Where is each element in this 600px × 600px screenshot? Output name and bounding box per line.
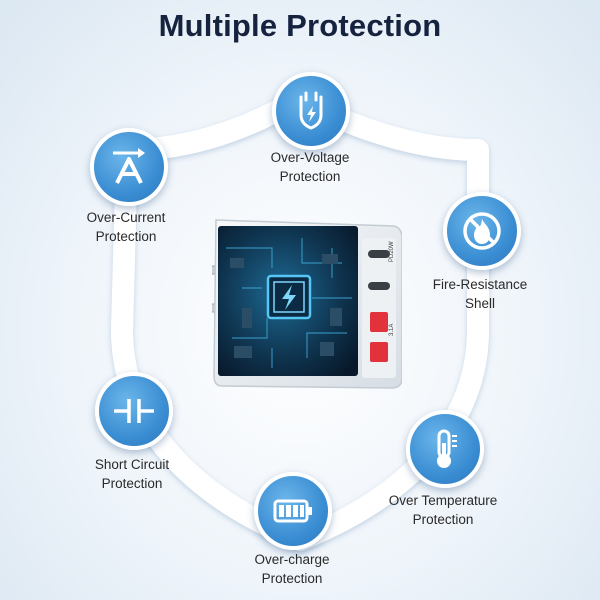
fire-resistance-badge [443, 192, 521, 270]
short-circuit-icon [114, 399, 154, 423]
usb-c-rating: PD20W [389, 241, 395, 262]
usb-c-port [368, 282, 390, 290]
battery-icon [273, 499, 312, 523]
thermometer-icon [437, 429, 457, 468]
charger-illustration: PD20W 3.1A [212, 219, 402, 389]
current-a-icon [113, 148, 145, 184]
no-fire-icon [463, 212, 501, 250]
plug-shield-icon [299, 91, 323, 130]
usb-a-port [370, 312, 388, 332]
short-circuit-badge [95, 372, 173, 450]
over-temperature-badge [406, 410, 484, 488]
over-charge-badge [254, 472, 332, 550]
usb-a-rating: 3.1A [389, 324, 395, 336]
usb-a-port [370, 342, 388, 362]
over-voltage-badge [272, 72, 350, 150]
page-title: Multiple Protection [158, 8, 442, 43]
over-current-badge [90, 128, 168, 206]
usb-c-port [368, 250, 390, 258]
